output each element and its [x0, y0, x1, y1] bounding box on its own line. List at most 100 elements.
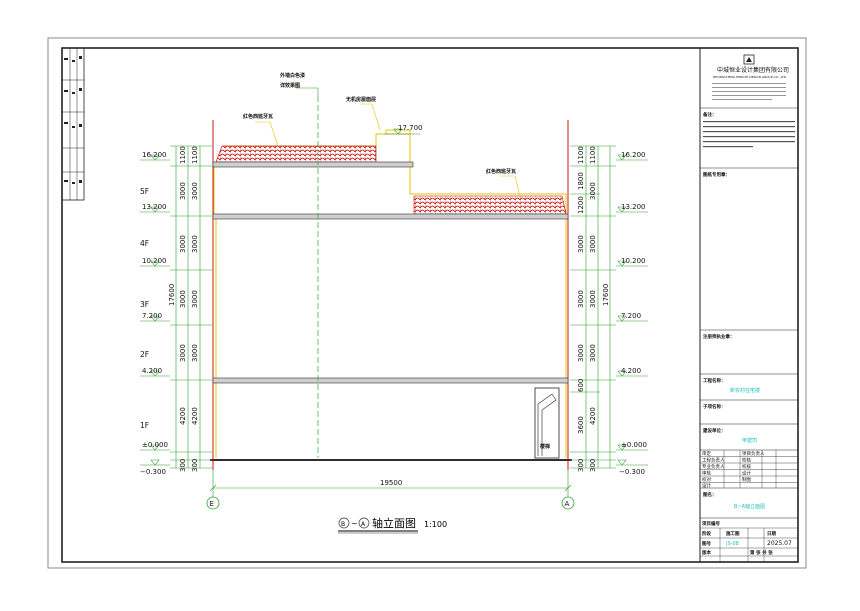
- svg-text:1800: 1800: [577, 172, 585, 190]
- right-dim-col1: 1100 1800 1200 3000 3000 3000 600 3600 3…: [577, 146, 585, 472]
- project-no-label: 项目编号: [702, 520, 720, 527]
- elev-right-4: 7.200: [621, 312, 641, 320]
- right-elevation-labels: 17.700 16.200 13.200 10.200 7.200 4.200 …: [398, 124, 647, 476]
- sheet-info-table: [700, 527, 798, 562]
- design-seal-label: 图纸专用章：: [703, 171, 730, 178]
- left-dimension-lines: [170, 145, 212, 469]
- svg-text:3000: 3000: [577, 344, 585, 362]
- annotation-roof-plate: 无机房屋面层: [345, 96, 376, 103]
- svg-text:3000: 3000: [179, 290, 187, 308]
- role-labels: 审定 项目负责人 工程负责人 校核 专业负责人 校核 审核 设计 校对 制图 设…: [702, 450, 765, 489]
- elev-right-7: −0.300: [619, 468, 645, 476]
- floor-label-1f: 1F: [140, 421, 149, 430]
- page-label: 第 张 共 张: [750, 549, 773, 556]
- svg-text:3000: 3000: [191, 344, 199, 362]
- bottom-dimension: [209, 470, 572, 494]
- floor-label-2f: 2F: [140, 350, 149, 359]
- company-name-cn: 中城恒业设计集团有限公司: [717, 66, 789, 74]
- svg-text:审定: 审定: [702, 450, 711, 457]
- svg-text:E: E: [210, 500, 214, 508]
- registered-seal-label: 注册师执业章：: [703, 333, 735, 340]
- elev-right-2: 13.200: [621, 203, 646, 211]
- slab-4200: [212, 377, 569, 384]
- svg-text:校核: 校核: [742, 457, 751, 464]
- company-name-en: ZHONGCHENG HENGYE DESIGN GROUP CO., LTD.: [713, 75, 787, 79]
- building-elevation: 楼梯 外墙白色漆 详效果图 红色西班牙瓦 无机房屋面层 红色西班牙瓦: [210, 72, 572, 470]
- roof-tile-left: [215, 145, 377, 163]
- elev-left-5: ±0.000: [142, 441, 168, 449]
- svg-text:3000: 3000: [589, 182, 597, 200]
- floor-labels: 5F 4F 3F 2F 1F: [140, 187, 149, 430]
- svg-text:1100: 1100: [589, 146, 597, 164]
- left-total-dim: 17600: [168, 284, 176, 306]
- annotation-red-tile-right: 红色西班牙瓦: [486, 168, 516, 175]
- slab-13200: [212, 213, 569, 220]
- svg-text:B: B: [341, 521, 345, 528]
- elev-right-6: ±0.000: [621, 441, 647, 449]
- elev-left-1: 13.200: [142, 203, 167, 211]
- stair-door: [534, 387, 560, 459]
- annotation-red-tile-left: 红色西班牙瓦: [243, 113, 273, 120]
- elev-right-0: 17.700: [398, 124, 423, 132]
- sheet-label: 图号: [702, 540, 711, 547]
- floor-label-3f: 3F: [140, 300, 149, 309]
- svg-text:1100: 1100: [577, 146, 585, 164]
- notes-label: 备注：: [702, 111, 717, 118]
- svg-text:校核: 校核: [742, 463, 751, 470]
- sub-project-label: 子项名称：: [703, 403, 726, 410]
- svg-text:1100: 1100: [179, 146, 187, 164]
- left-dim-col2: 1100 3000 3000 3000 3000 4200 300: [191, 146, 199, 472]
- svg-text:3000: 3000: [179, 235, 187, 253]
- svg-text:校对: 校对: [702, 476, 711, 483]
- svg-text:设计: 设计: [742, 470, 751, 477]
- project-name: 新农村住宅楼: [730, 387, 760, 394]
- svg-text:4200: 4200: [191, 407, 199, 425]
- svg-text:3000: 3000: [179, 344, 187, 362]
- elev-right-3: 10.200: [621, 257, 646, 265]
- svg-text:3000: 3000: [589, 235, 597, 253]
- client-label: 建设单位：: [702, 427, 726, 434]
- axis-bubble-right: A: [561, 494, 575, 510]
- drawing-title-text: 轴立面图: [372, 516, 416, 530]
- elev-right-5: 4.200: [621, 367, 641, 375]
- stage-label: 阶段: [702, 530, 711, 537]
- svg-text:专业负责人: 专业负责人: [702, 463, 725, 470]
- svg-text:3600: 3600: [577, 416, 585, 434]
- svg-text:3000: 3000: [577, 235, 585, 253]
- drawing-name-label: 图名：: [703, 491, 717, 498]
- drawing-scale: 1:100: [424, 520, 447, 529]
- svg-text:1100: 1100: [191, 146, 199, 164]
- axis-bubble-left: E: [206, 494, 220, 510]
- svg-text:项目负责人: 项目负责人: [742, 450, 765, 457]
- svg-text:1200: 1200: [577, 196, 585, 214]
- role-table: [700, 450, 798, 488]
- binding-strip: [61, 47, 85, 201]
- stair-label: 楼梯: [540, 443, 550, 450]
- elev-left-3: 7.200: [142, 312, 162, 320]
- svg-text:3000: 3000: [589, 344, 597, 362]
- svg-text:4200: 4200: [179, 407, 187, 425]
- svg-text:300: 300: [191, 459, 199, 472]
- svg-text:3000: 3000: [191, 182, 199, 200]
- elev-left-4: 4.200: [142, 367, 162, 375]
- stage-value: 施工图: [726, 530, 740, 537]
- svg-text:制图: 制图: [742, 476, 751, 483]
- svg-text:A: A: [361, 521, 366, 528]
- svg-text:600: 600: [577, 379, 585, 392]
- title-block: 中城恒业设计集团有限公司 ZHONGCHENG HENGYE DESIGN GR…: [699, 47, 799, 563]
- date-value: 2025.07: [767, 540, 792, 547]
- svg-text:3000: 3000: [191, 290, 199, 308]
- right-total-dim: 17600: [602, 284, 610, 306]
- elev-left-2: 10.200: [142, 257, 167, 265]
- roof-tile-right: [413, 195, 567, 215]
- svg-text:设计: 设计: [702, 482, 711, 489]
- floor-label-5f: 5F: [140, 187, 149, 196]
- drawing-title: B ~ A 轴立面图 1:100: [338, 516, 447, 534]
- svg-text:4200: 4200: [589, 407, 597, 425]
- annotation-paint-1: 外墙白色漆: [280, 72, 305, 79]
- svg-text:工程负责人: 工程负责人: [702, 457, 725, 464]
- elev-right-1: 16.200: [621, 151, 646, 159]
- svg-text:300: 300: [589, 459, 597, 472]
